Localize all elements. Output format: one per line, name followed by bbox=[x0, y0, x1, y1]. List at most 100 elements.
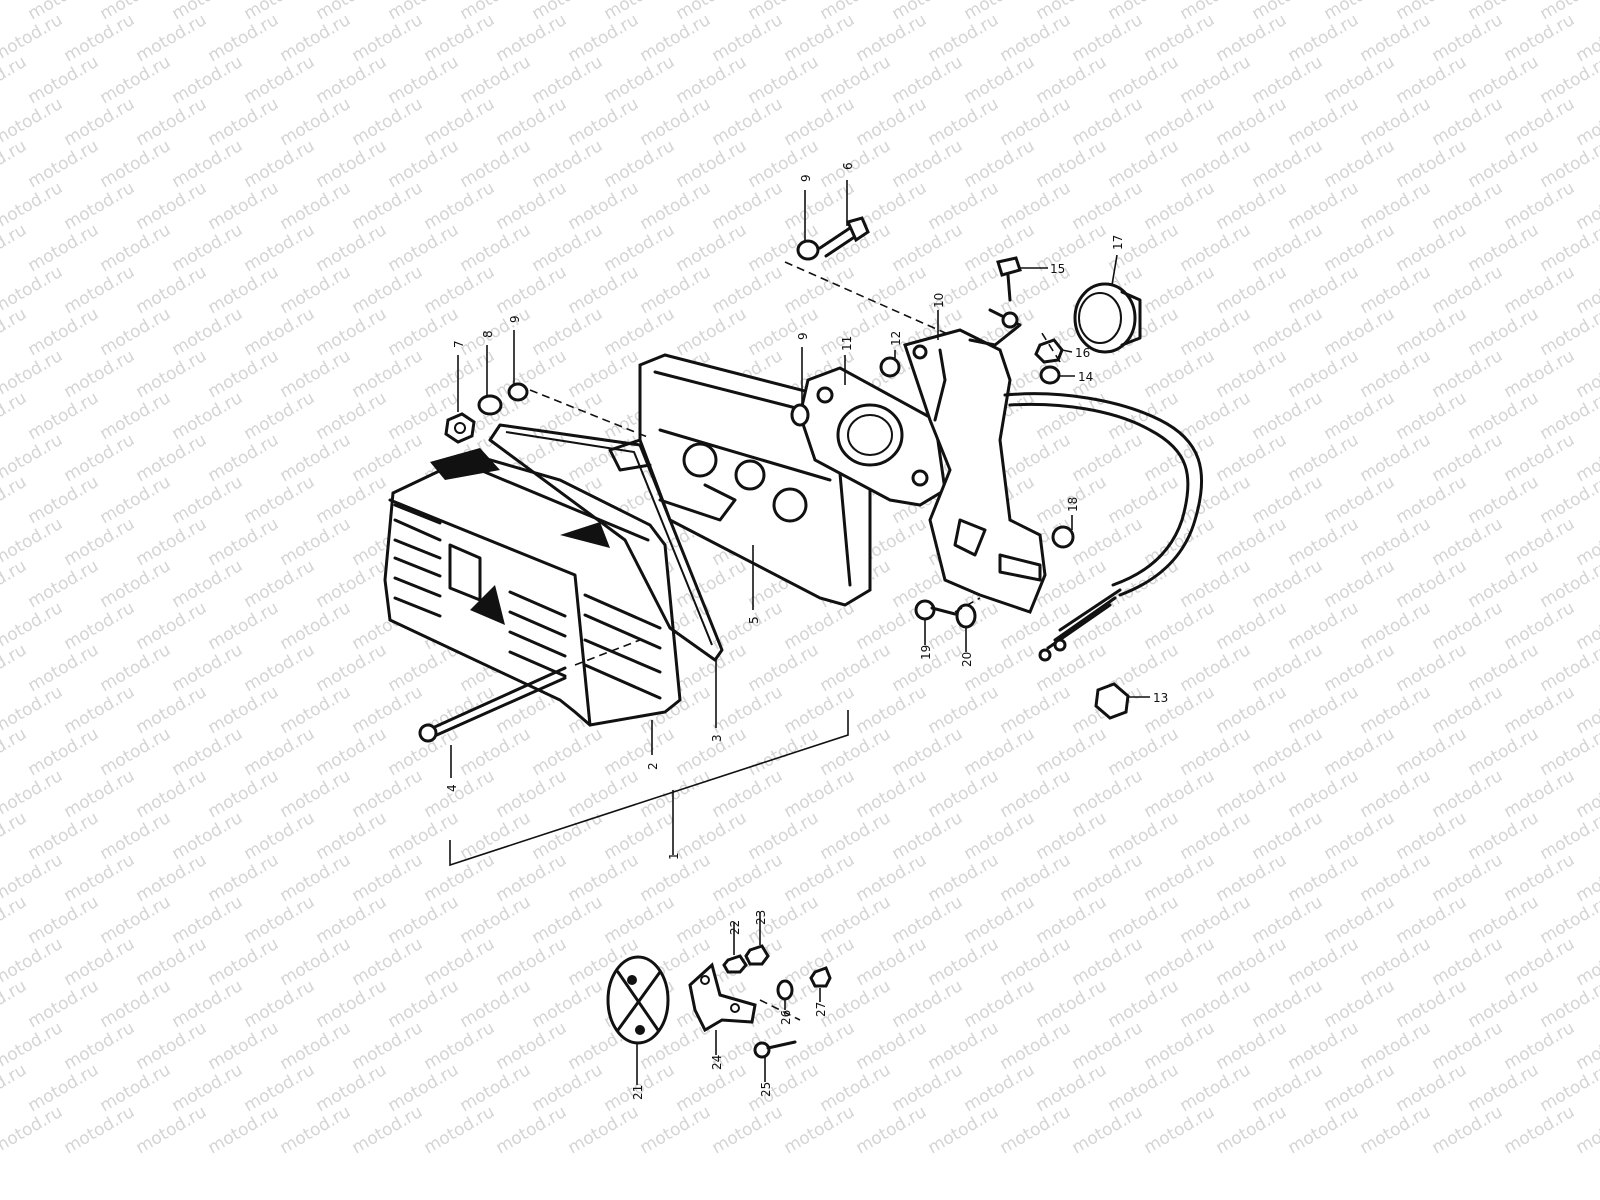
watermark-text: motod.ru bbox=[1141, 262, 1219, 318]
mounting-bracket bbox=[903, 308, 1047, 614]
watermark-text: motod.ru bbox=[1177, 976, 1255, 1032]
watermark-text: motod.ru bbox=[61, 934, 139, 990]
watermark-text: motod.ru bbox=[1285, 10, 1363, 66]
watermark-text: motod.ru bbox=[241, 472, 319, 528]
watermark-text: motod.ru bbox=[457, 1060, 535, 1116]
watermark-text: motod.ru bbox=[961, 136, 1039, 192]
watermark-text: motod.ru bbox=[25, 976, 103, 1032]
watermark-text: motod.ru bbox=[817, 640, 895, 696]
watermark-text: motod.ru bbox=[1249, 976, 1327, 1032]
watermark-text: motod.ru bbox=[1357, 346, 1435, 402]
watermark-text: motod.ru bbox=[1573, 1102, 1600, 1158]
watermark-text: motod.ru bbox=[1465, 388, 1543, 444]
watermark-text: motod.ru bbox=[1429, 598, 1507, 654]
watermark-text: motod.ru bbox=[817, 892, 895, 948]
watermark-text: motod.ru bbox=[1033, 976, 1111, 1032]
watermark-text: motod.ru bbox=[637, 262, 715, 318]
watermark-text: motod.ru bbox=[1357, 766, 1435, 822]
watermark-text: motod.ru bbox=[493, 262, 571, 318]
watermark-text: motod.ru bbox=[277, 346, 355, 402]
watermark-text: motod.ru bbox=[313, 724, 391, 780]
watermark-text: motod.ru bbox=[673, 52, 751, 108]
watermark-text: motod.ru bbox=[313, 976, 391, 1032]
watermark-text: motod.ru bbox=[1249, 304, 1327, 360]
callout-22: 22 bbox=[728, 920, 742, 935]
watermark-text: motod.ru bbox=[1357, 10, 1435, 66]
callout-21: 21 bbox=[631, 1085, 645, 1100]
watermark-text: motod.ru bbox=[1105, 808, 1183, 864]
watermark-text: motod.ru bbox=[1501, 514, 1579, 570]
callout-15: 15 bbox=[1050, 262, 1065, 276]
watermark-text: motod.ru bbox=[673, 304, 751, 360]
watermark-text: motod.ru bbox=[781, 682, 859, 738]
watermark-text: motod.ru bbox=[133, 262, 211, 318]
watermark-text: motod.ru bbox=[1501, 178, 1579, 234]
nut-27 bbox=[809, 966, 832, 988]
watermark-text: motod.ru bbox=[25, 52, 103, 108]
watermark-text: motod.ru bbox=[1393, 640, 1471, 696]
watermark-text: motod.ru bbox=[853, 1018, 931, 1074]
watermark-text: motod.ru bbox=[241, 52, 319, 108]
watermark-text: motod.ru bbox=[673, 640, 751, 696]
washer-20 bbox=[955, 603, 977, 629]
watermark-text: motod.ru bbox=[1429, 262, 1507, 318]
watermark-text: motod.ru bbox=[169, 640, 247, 696]
watermark-text: motod.ru bbox=[241, 136, 319, 192]
watermark-text: motod.ru bbox=[997, 1102, 1075, 1158]
callout-3: 3 bbox=[710, 734, 724, 742]
watermark-text: motod.ru bbox=[1465, 304, 1543, 360]
watermark-text: motod.ru bbox=[601, 892, 679, 948]
wire-harness bbox=[1003, 392, 1203, 662]
watermark-text: motod.ru bbox=[1033, 808, 1111, 864]
watermark-text: motod.ru bbox=[1033, 640, 1111, 696]
watermark-text: motod.ru bbox=[97, 808, 175, 864]
watermark-text: motod.ru bbox=[277, 1018, 355, 1074]
watermark-text: motod.ru bbox=[457, 724, 535, 780]
watermark-text: motod.ru bbox=[133, 598, 211, 654]
watermark-text: motod.ru bbox=[0, 52, 30, 108]
plug-13 bbox=[1094, 682, 1130, 720]
watermark-text: motod.ru bbox=[0, 556, 30, 612]
watermark-text: motod.ru bbox=[997, 850, 1075, 906]
watermark-text: motod.ru bbox=[997, 430, 1075, 486]
watermark-text: motod.ru bbox=[277, 10, 355, 66]
watermark-text: motod.ru bbox=[241, 556, 319, 612]
callout-25: 25 bbox=[759, 1082, 773, 1097]
watermark-text: motod.ru bbox=[1213, 514, 1291, 570]
watermark-text: motod.ru bbox=[1357, 682, 1435, 738]
callout-7: 7 bbox=[452, 340, 466, 348]
watermark-text: motod.ru bbox=[241, 892, 319, 948]
watermark-text: motod.ru bbox=[61, 262, 139, 318]
watermark-text: motod.ru bbox=[781, 766, 859, 822]
watermark-text: motod.ru bbox=[313, 808, 391, 864]
watermark-text: motod.ru bbox=[1501, 934, 1579, 990]
callout-4: 4 bbox=[445, 784, 459, 792]
watermark-text: motod.ru bbox=[349, 94, 427, 150]
watermark-text: motod.ru bbox=[565, 766, 643, 822]
watermark-text: motod.ru bbox=[709, 178, 787, 234]
watermark-text: motod.ru bbox=[1069, 10, 1147, 66]
watermark-text: motod.ru bbox=[277, 682, 355, 738]
watermark-text: motod.ru bbox=[133, 10, 211, 66]
watermark-text: motod.ru bbox=[313, 220, 391, 276]
watermark-text: motod.ru bbox=[1321, 304, 1399, 360]
watermark-text: motod.ru bbox=[709, 1102, 787, 1158]
watermark-text: motod.ru bbox=[889, 52, 967, 108]
watermark-text: motod.ru bbox=[637, 766, 715, 822]
watermark-text: motod.ru bbox=[1393, 52, 1471, 108]
watermark-text: motod.ru bbox=[1429, 346, 1507, 402]
watermark-text: motod.ru bbox=[61, 1102, 139, 1158]
watermark-text: motod.ru bbox=[709, 850, 787, 906]
watermark-text: motod.ru bbox=[61, 850, 139, 906]
watermark-text: motod.ru bbox=[1213, 598, 1291, 654]
watermark-text: motod.ru bbox=[997, 178, 1075, 234]
watermark-text: motod.ru bbox=[1501, 1018, 1579, 1074]
watermark-text: motod.ru bbox=[601, 136, 679, 192]
watermark-text: motod.ru bbox=[385, 976, 463, 1032]
callout-10: 10 bbox=[932, 293, 946, 308]
watermark-text: motod.ru bbox=[565, 262, 643, 318]
watermark-text: motod.ru bbox=[745, 724, 823, 780]
watermark-text: motod.ru bbox=[817, 1060, 895, 1116]
watermark-text: motod.ru bbox=[1321, 976, 1399, 1032]
watermark-text: motod.ru bbox=[1141, 430, 1219, 486]
